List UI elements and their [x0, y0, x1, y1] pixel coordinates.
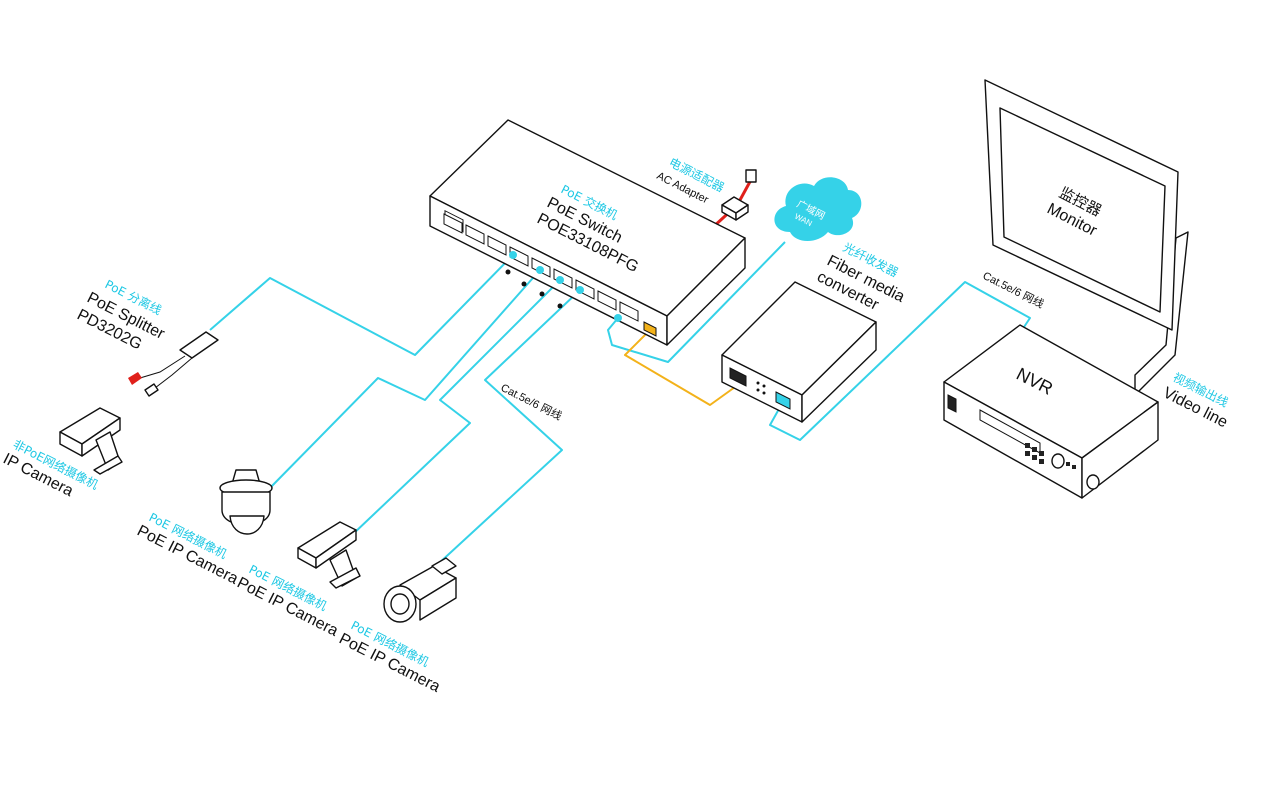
switch-dots	[505, 269, 563, 309]
nvr-buttons	[1025, 443, 1076, 469]
cat-label-nvr: Cat.5e/6 网线	[981, 268, 1047, 311]
cables	[209, 177, 1031, 566]
box-camera: PoE 网络摄像机 PoE IP Camera	[234, 521, 361, 640]
nvr-knob	[1051, 453, 1065, 469]
converter-leds	[756, 381, 766, 395]
cable-dome-camera	[267, 269, 541, 491]
non-poe-camera: 非PoE网络摄像机 IP Camera	[0, 407, 123, 500]
monitor: 监控器 Monitor	[984, 79, 1189, 396]
fiber-converter: 光纤收发器 Fiber media converter	[721, 239, 907, 423]
switch-port-row	[443, 213, 657, 337]
fiber-cable	[624, 329, 743, 406]
nvr: NVR 视频输出线 Video line Cat.5e/6 网线	[943, 268, 1231, 499]
plug-icon	[745, 169, 757, 183]
nvr-knob-2	[1086, 474, 1100, 490]
poe-switch: PoE 交换机 PoE Switch POE33108PFG	[429, 119, 746, 346]
cable-bullet-camera	[436, 289, 581, 566]
cloud-icon	[774, 177, 862, 241]
poe-splitter: PoE 分离线 PoE Splitter PD3202G	[74, 276, 219, 397]
wan-cloud: 广域网 WAN	[774, 177, 862, 241]
cable-fiber-to-nvr	[769, 281, 1031, 441]
switch-connectors	[509, 251, 622, 322]
cable-box-camera	[351, 279, 561, 536]
cable-splitter	[209, 254, 514, 356]
cable-wan	[607, 241, 786, 363]
